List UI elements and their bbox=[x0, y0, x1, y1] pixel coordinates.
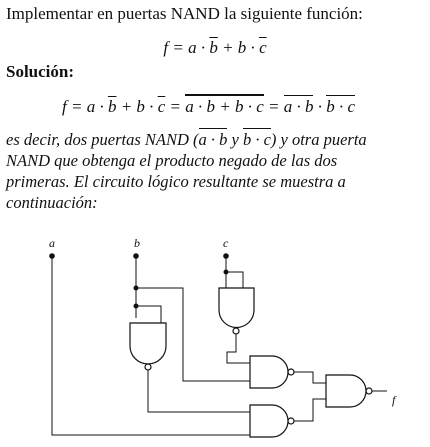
explanation-line-4: continuación: bbox=[6, 193, 98, 212]
eq2-nand-ab: a · b bbox=[283, 95, 314, 116]
eq1-bbar: b bbox=[209, 38, 218, 57]
wire-nand3-out bbox=[294, 371, 326, 384]
eq2-part: = bbox=[165, 97, 186, 116]
eq1-part: f = a · bbox=[163, 38, 210, 57]
eq1-cbar: c bbox=[259, 38, 267, 57]
explanation-line-1: es decir, dos puertas NAND (a · b y b · … bbox=[6, 128, 426, 150]
explanation-line-3: primeras. El circuito lógico resultante … bbox=[6, 172, 346, 191]
nand-gate-b-cbar bbox=[249, 355, 289, 389]
input-c-label: c bbox=[223, 236, 229, 250]
expl-text: es decir, dos puertas NAND ( bbox=[6, 130, 199, 149]
nand-c-bubble bbox=[232, 327, 240, 335]
expl-nand-ab: a · b bbox=[198, 128, 228, 149]
input-b-label: b bbox=[134, 236, 140, 250]
eq2-bbar: b bbox=[107, 97, 117, 116]
explanation-line-2: NAND que obtenga el producto negado de l… bbox=[6, 151, 338, 170]
nand-derivation-equation: f = a · b + b · c = a · b + b · c = a · … bbox=[62, 94, 356, 117]
nand-gate-c-inverter bbox=[218, 287, 255, 329]
wire-nand4-out bbox=[294, 398, 326, 422]
output-bubble bbox=[365, 387, 373, 395]
eq1-part: + b · bbox=[217, 38, 260, 57]
solution-heading: Solución: bbox=[6, 62, 75, 81]
eq2-nand-bc: b · c bbox=[326, 95, 356, 116]
expl-nand-bc: b · c bbox=[242, 128, 271, 149]
nand-b-bubble bbox=[144, 363, 152, 371]
nand-gate-output bbox=[325, 374, 367, 408]
problem-statement: Implementar en puertas NAND la siguiente… bbox=[6, 4, 363, 23]
eq2-part: f = a · bbox=[62, 97, 108, 116]
eq2-part: = bbox=[263, 97, 284, 116]
input-a-label: a bbox=[49, 236, 55, 250]
eq2-double-negated-sum: a · b + b · c bbox=[185, 95, 264, 116]
expl-text: y bbox=[227, 130, 243, 149]
wire-b-to-nand3 bbox=[136, 287, 250, 382]
wire-bbar bbox=[147, 370, 250, 413]
target-function-equation: f = a · b + b · c bbox=[0, 38, 430, 58]
nand-gate-b-inverter bbox=[129, 322, 167, 365]
wire-cbar bbox=[226, 334, 250, 364]
wire-c-loop bbox=[226, 271, 244, 288]
expl-text: ) y otra puerta bbox=[270, 130, 367, 149]
eq2-part: + b · bbox=[116, 97, 158, 116]
nand-gate-a-bbar bbox=[249, 404, 289, 438]
eq2-cbar: c bbox=[157, 97, 166, 116]
wire-a bbox=[51, 256, 250, 436]
wire-b-loop bbox=[136, 305, 162, 323]
eq2-part: · bbox=[313, 97, 327, 116]
output-f-label: f bbox=[392, 393, 397, 407]
nand-4-bubble bbox=[287, 417, 295, 425]
nand-3-bubble bbox=[287, 368, 295, 376]
